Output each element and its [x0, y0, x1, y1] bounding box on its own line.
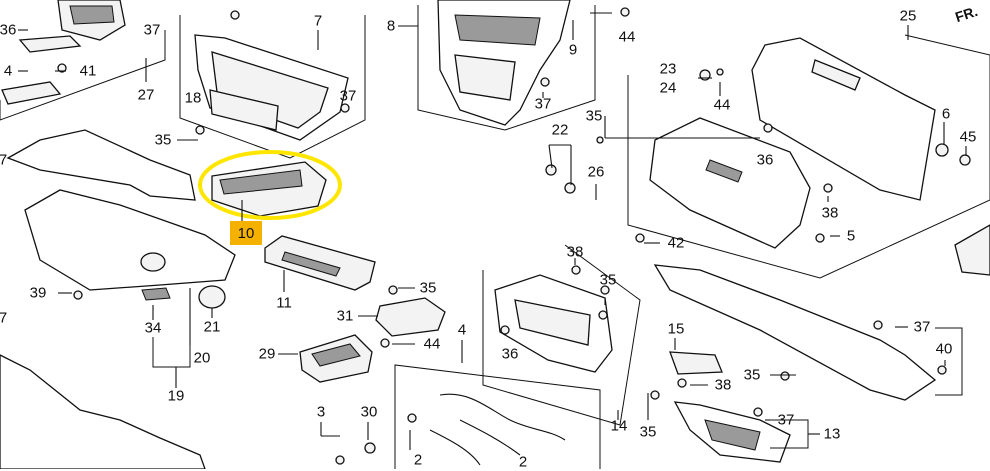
part-bracket-15 [669, 351, 723, 375]
part-label-44-mid: 44 [713, 96, 731, 114]
part-label-34: 34 [144, 319, 162, 337]
group-outline-14 [482, 244, 641, 426]
part-label-45: 45 [959, 128, 977, 146]
part-center-vents [454, 14, 541, 46]
part-label-35-topright: 35 [585, 107, 603, 125]
part-vent-right-edge [954, 224, 990, 276]
part-label-44-low: 44 [423, 335, 441, 353]
leader-lines [18, 12, 967, 450]
part-label-3: 3 [316, 403, 326, 421]
part-glovebox-door [649, 117, 811, 249]
fasteners [57, 7, 971, 465]
part-tray-29-inner [311, 343, 361, 367]
part-upper-column-cover [6, 129, 196, 201]
part-lower-column-cover [24, 189, 236, 291]
part-label-25: 25 [899, 7, 917, 25]
part-bracket-31 [375, 297, 446, 337]
part-label-2-left: 2 [413, 451, 423, 469]
group-outline-27 [0, 30, 166, 121]
part-ring-21 [198, 285, 226, 309]
part-pocket-10-opening [219, 169, 303, 195]
part-label-35-right: 35 [743, 366, 761, 384]
part-label-44-top: 44 [618, 28, 636, 46]
part-label-18: 18 [184, 89, 202, 107]
group-bracket-19-20 [152, 337, 191, 368]
part-label-36-right: 36 [756, 151, 774, 169]
part-label-14: 14 [610, 417, 628, 435]
part-label-20: 20 [193, 349, 211, 367]
part-label-26: 26 [587, 163, 605, 181]
group-outline-8 [417, 5, 596, 131]
part-label-11: 11 [276, 294, 292, 312]
part-label-7-top: 7 [313, 12, 323, 30]
part-label-37-vent: 37 [339, 87, 357, 105]
part-label-19: 19 [167, 387, 185, 405]
part-label-30: 30 [360, 403, 378, 421]
part-bracket-18 [209, 89, 279, 131]
part-label-21: 21 [203, 318, 221, 336]
part-label-2-right: 2 [518, 453, 528, 471]
group-outline-4 [394, 364, 601, 469]
part-glovebox-frame-14-cut [514, 299, 591, 346]
part-label-13: 13 [823, 425, 841, 443]
part-label-42: 42 [667, 234, 685, 252]
part-label-15: 15 [667, 320, 685, 338]
part-label-39: 39 [29, 284, 47, 302]
part-label-38-low: 38 [714, 376, 732, 394]
part-vent-bezel-detail [69, 5, 115, 25]
part-label-35-box: 35 [599, 271, 617, 289]
part-label-35-mid: 35 [419, 279, 437, 297]
part-lower-dash-left [0, 354, 206, 469]
part-bracket-topleft-lower [1, 81, 62, 105]
part-label-6: 6 [941, 105, 951, 123]
part-label-40: 40 [935, 340, 953, 358]
part-label-35-bottom: 35 [639, 423, 657, 441]
part-label-36-box: 36 [501, 345, 519, 363]
part-label-29: 29 [258, 345, 276, 363]
highlight-outline [198, 150, 342, 220]
part-label-38-box: 38 [566, 243, 584, 261]
part-lower-trim-right [653, 264, 937, 401]
part-label-7-left: 7 [0, 151, 8, 169]
part-label-37-mid: 37 [534, 95, 552, 113]
part-label-24: 24 [659, 79, 677, 97]
part-lower-trim-13-cut [704, 419, 761, 451]
part-label-41: 41 [79, 62, 97, 80]
part-label-27: 27 [137, 86, 155, 104]
part-glovebox-housing-25 [751, 37, 936, 201]
highlight-label-10: 10 [230, 221, 262, 245]
part-label-37-topleft: 37 [143, 21, 161, 39]
group-outline-25 [627, 34, 990, 279]
part-label-9: 9 [568, 41, 578, 59]
part-glovebox-latch [811, 59, 861, 91]
part-label-37-right: 37 [913, 318, 931, 336]
part-label-7-bottomleft: 7 [0, 309, 8, 327]
part-label-36-topleft: 36 [0, 21, 17, 39]
part-label-31: 31 [336, 307, 354, 325]
part-label-23: 23 [659, 60, 677, 78]
part-label-35-left: 35 [154, 131, 172, 149]
part-bracket-36 [18, 35, 82, 53]
part-label-38-right: 38 [821, 204, 839, 222]
part-center-opening [454, 54, 516, 101]
part-ignition-ring [140, 252, 166, 272]
group-outline-7 [179, 15, 366, 159]
part-pad-34 [141, 287, 171, 301]
group-outline-37-40 [935, 327, 963, 396]
part-label-22: 22 [551, 121, 569, 139]
part-pocket-11-slot [281, 251, 341, 277]
part-label-37-bottomright: 37 [777, 411, 795, 429]
part-label-4-left: 4 [3, 62, 13, 80]
part-label-5: 5 [846, 227, 856, 245]
part-label-4-mid: 4 [457, 321, 467, 339]
part-label-8: 8 [386, 17, 396, 35]
part-glovebox-handle [705, 159, 743, 183]
part-wiring-harness [429, 393, 566, 466]
